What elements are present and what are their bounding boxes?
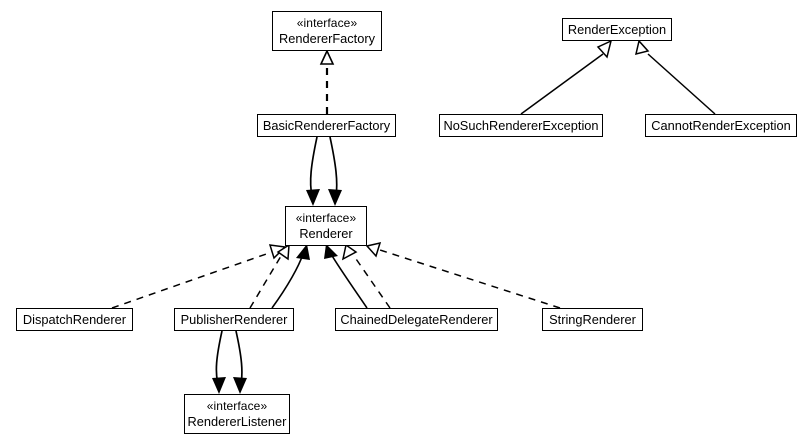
- class-name-label: NoSuchRendererException: [443, 117, 599, 133]
- class-node-publisher-renderer[interactable]: PublisherRenderer: [174, 308, 294, 331]
- class-node-render-exception[interactable]: RenderException: [562, 18, 672, 41]
- edge-publisherrenderer-realizes-renderer: [249, 243, 290, 309]
- class-name-label: DispatchRenderer: [22, 311, 127, 327]
- class-name-label: PublisherRenderer: [180, 311, 288, 327]
- edge-cannotrenderexception-extends-renderexception: [634, 39, 716, 115]
- stereotype-label: «interface»: [206, 399, 268, 414]
- edge-nosuchrendererexception-extends-renderexception: [520, 39, 613, 115]
- class-node-string-renderer[interactable]: StringRenderer: [542, 308, 643, 331]
- edge-basicrendererfactory-realizes-rendererfactory: [319, 49, 335, 114]
- class-name-label: BasicRendererFactory: [262, 117, 391, 133]
- edge-basicrendererfactory-uses-renderer-b: [328, 136, 342, 206]
- edge-basicrendererfactory-uses-renderer-a: [306, 136, 320, 206]
- class-node-renderer-listener[interactable]: «interface» RendererListener: [184, 394, 290, 434]
- edge-dispatchrenderer-realizes-renderer: [111, 244, 287, 309]
- class-node-no-such-renderer-exception[interactable]: NoSuchRendererException: [439, 114, 603, 137]
- edge-stringrenderer-realizes-renderer: [365, 241, 561, 309]
- edge-chaineddelegaterenderer-realizes-renderer: [341, 243, 391, 309]
- class-name-label: RenderException: [567, 21, 667, 37]
- class-node-cannot-render-exception[interactable]: CannotRenderException: [645, 114, 797, 137]
- class-node-renderer-factory[interactable]: «interface» RendererFactory: [272, 11, 382, 51]
- class-name-label: RendererListener: [187, 413, 287, 429]
- class-name-label: ChainedDelegateRenderer: [340, 311, 493, 327]
- edge-publisherrenderer-uses-renderer: [271, 244, 310, 309]
- edge-publisherrenderer-uses-rendererlistener-a: [212, 330, 226, 394]
- class-name-label: Renderer: [299, 225, 353, 241]
- class-node-basic-renderer-factory[interactable]: BasicRendererFactory: [257, 114, 396, 137]
- class-node-dispatch-renderer[interactable]: DispatchRenderer: [16, 308, 133, 331]
- class-name-label: StringRenderer: [549, 311, 636, 327]
- class-node-renderer[interactable]: «interface» Renderer: [285, 206, 367, 246]
- class-node-chained-delegate-renderer[interactable]: ChainedDelegateRenderer: [335, 308, 498, 331]
- stereotype-label: «interface»: [296, 16, 358, 31]
- stereotype-label: «interface»: [295, 211, 357, 226]
- edge-chaineddelegaterenderer-uses-renderer: [324, 244, 368, 309]
- edge-publisherrenderer-uses-rendererlistener-b: [233, 330, 247, 394]
- class-name-label: CannotRenderException: [651, 117, 791, 133]
- class-name-label: RendererFactory: [278, 30, 375, 46]
